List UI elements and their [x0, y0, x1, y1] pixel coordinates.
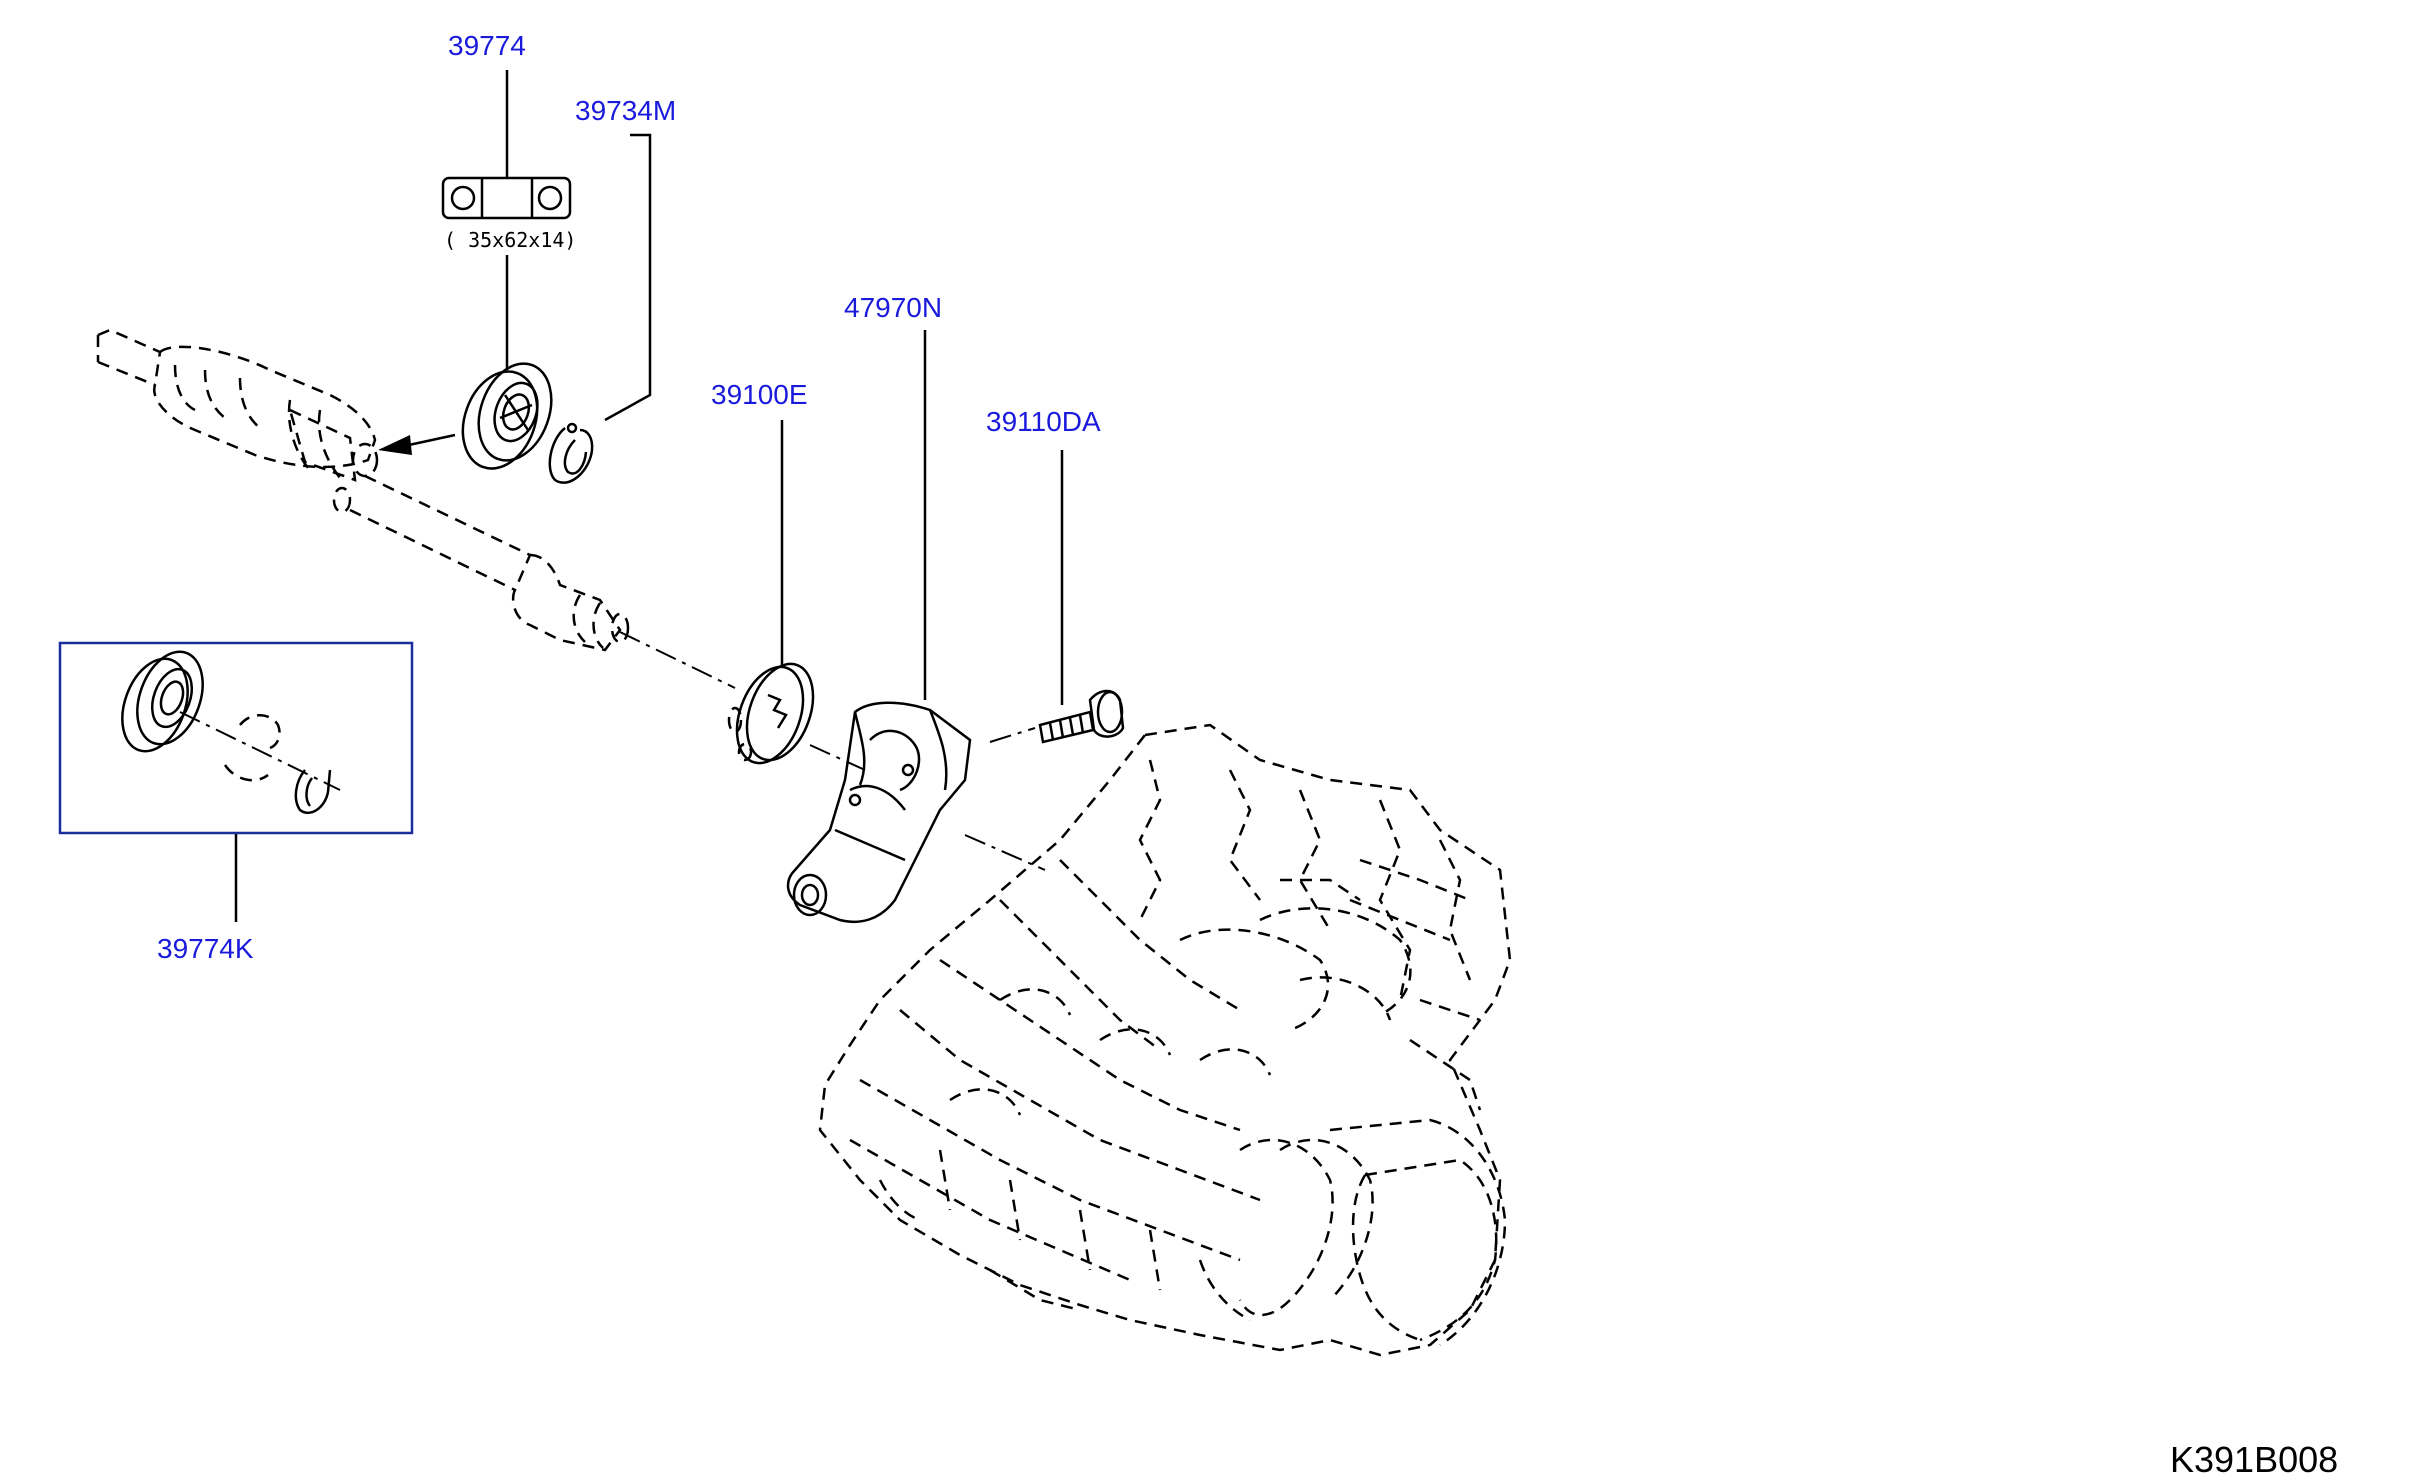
callout-39774[interactable]: 39774	[448, 30, 526, 61]
snap-ring-39734M	[548, 422, 594, 484]
kit-39774K-contents	[121, 650, 341, 815]
dimension-note: ( 35x62x14)	[444, 228, 576, 252]
diagram-id-code: K391B008	[2170, 1439, 2339, 1480]
axis-center-lines	[619, 631, 1046, 871]
ball-bearing-39774	[461, 362, 553, 470]
install-arrow	[378, 433, 456, 455]
support-bracket-47970N	[786, 701, 972, 924]
callout-39100E[interactable]: 39100E	[711, 379, 808, 410]
oil-seal-39100E	[727, 662, 815, 765]
bolt-39110DA	[1038, 689, 1125, 744]
callout-39110DA[interactable]: 39110DA	[986, 406, 1101, 437]
transaxle-assembly	[818, 723, 1512, 1357]
drive-shaft	[96, 328, 630, 652]
callout-39734M[interactable]: 39734M	[575, 95, 677, 126]
leader-lines	[234, 70, 1064, 922]
callout-39774K[interactable]: 39774K	[157, 933, 254, 964]
kit-callout-box	[58, 641, 414, 835]
callout-47970N[interactable]: 47970N	[844, 292, 943, 323]
bearing-dimension-symbol: ( 35x62x14)	[441, 176, 576, 252]
